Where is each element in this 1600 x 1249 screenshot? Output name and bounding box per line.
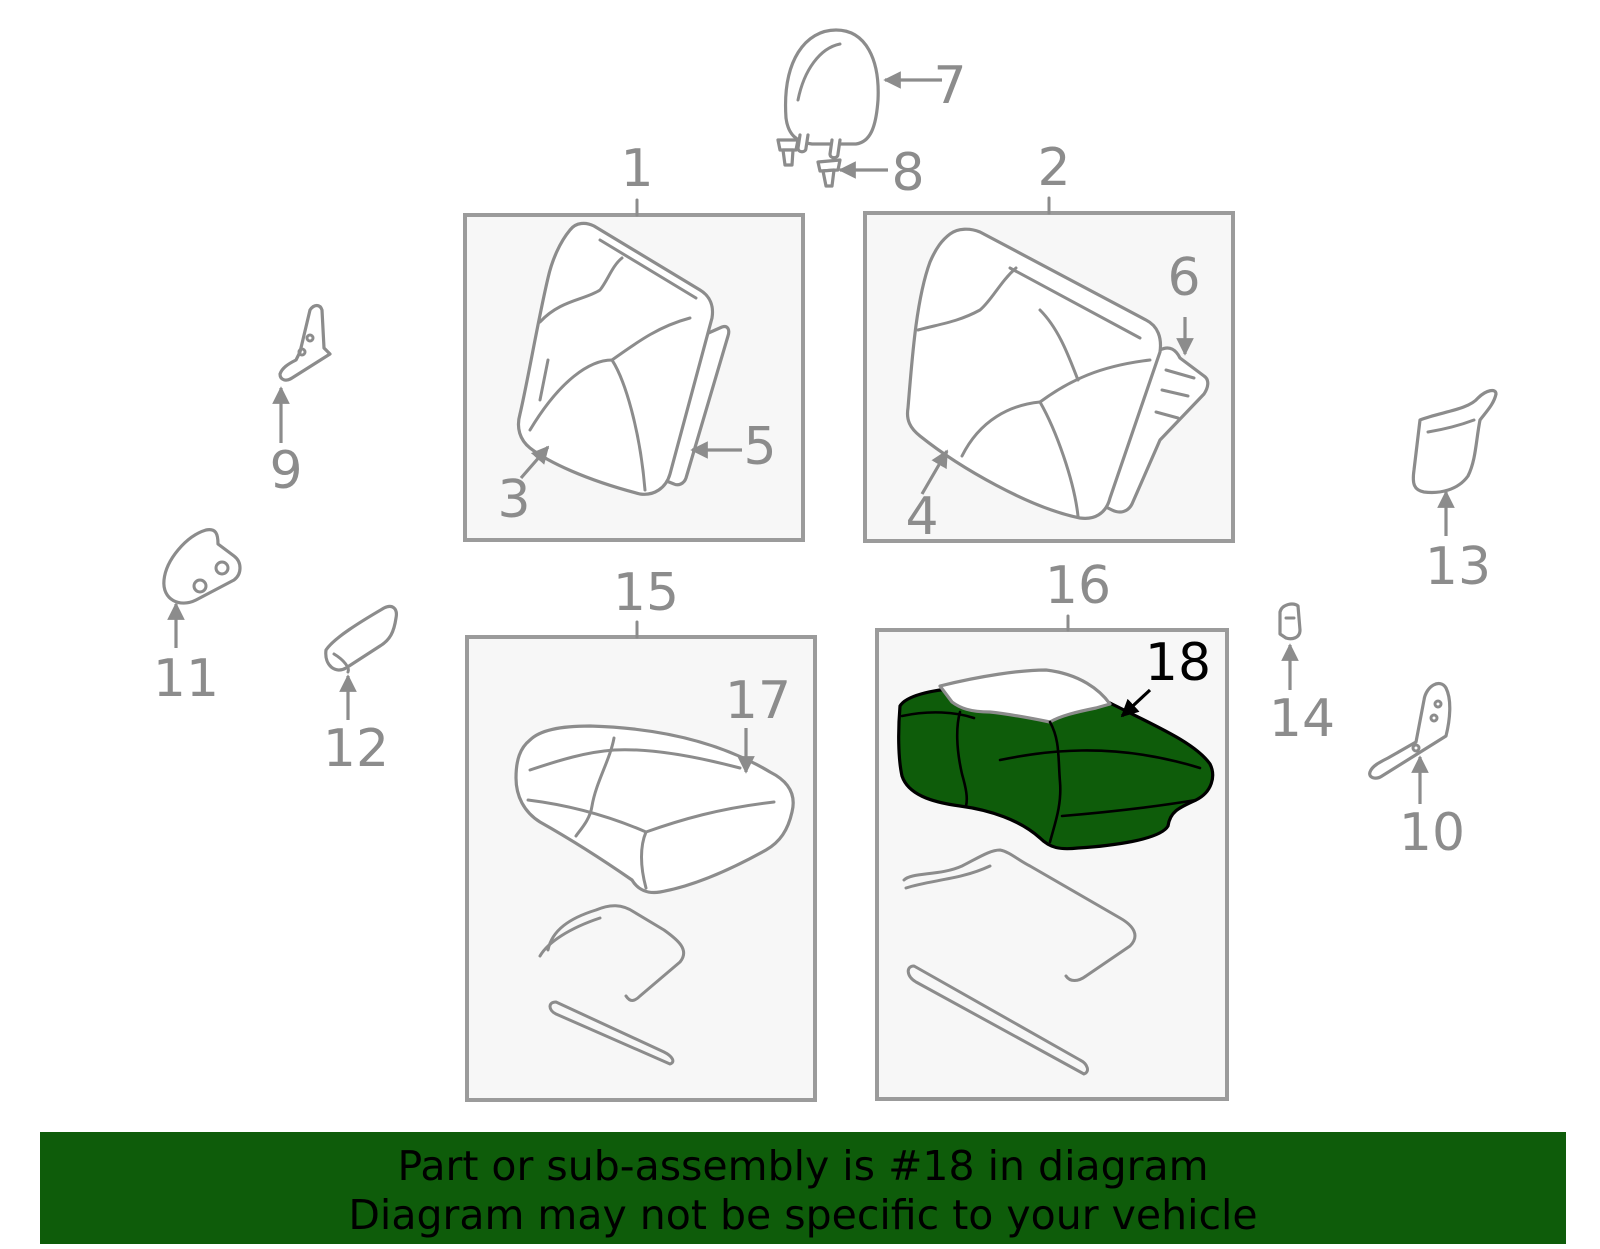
- callout-13: 13: [1425, 537, 1491, 597]
- callout-12: 12: [323, 719, 389, 779]
- seat-cushion-18-highlighted: [897, 668, 1215, 851]
- hinge-bracket-12: [324, 604, 398, 674]
- info-banner: Part or sub-assembly is #18 in diagram D…: [40, 1132, 1566, 1244]
- hinge-bracket-11: [162, 528, 242, 605]
- callout-8: 8: [891, 143, 924, 203]
- headrest-guide-clips: [776, 138, 842, 188]
- side-trim-13: [1411, 388, 1498, 495]
- callout-17: 17: [725, 671, 791, 731]
- callout-11: 11: [153, 649, 219, 709]
- callout-6: 6: [1167, 248, 1200, 308]
- hinge-bracket-9: [278, 303, 332, 382]
- headrest-part: [783, 28, 880, 160]
- callout-3: 3: [497, 470, 530, 530]
- banner-line-2: Diagram may not be specific to your vehi…: [348, 1191, 1258, 1239]
- callout-2: 2: [1037, 138, 1070, 198]
- callout-16: 16: [1045, 556, 1111, 616]
- callout-10: 10: [1399, 803, 1465, 863]
- callout-4: 4: [905, 487, 938, 547]
- seatback-right-part: [905, 227, 1210, 520]
- seat-frame-15: [538, 904, 686, 1066]
- seat-cushion-part: [514, 724, 795, 895]
- callout-14: 14: [1269, 689, 1335, 749]
- seat-frame-16: [902, 848, 1137, 1076]
- callout-9: 9: [269, 441, 302, 501]
- clip-14: [1278, 602, 1302, 641]
- callout-1: 1: [620, 139, 653, 199]
- callout-15: 15: [613, 563, 679, 623]
- callout-7: 7: [933, 56, 966, 116]
- hinge-bracket-10: [1368, 682, 1452, 780]
- callout-18: 18: [1145, 633, 1211, 693]
- banner-line-1: Part or sub-assembly is #18 in diagram: [397, 1142, 1209, 1190]
- seatback-left-part: [516, 221, 731, 496]
- callout-5: 5: [743, 417, 776, 477]
